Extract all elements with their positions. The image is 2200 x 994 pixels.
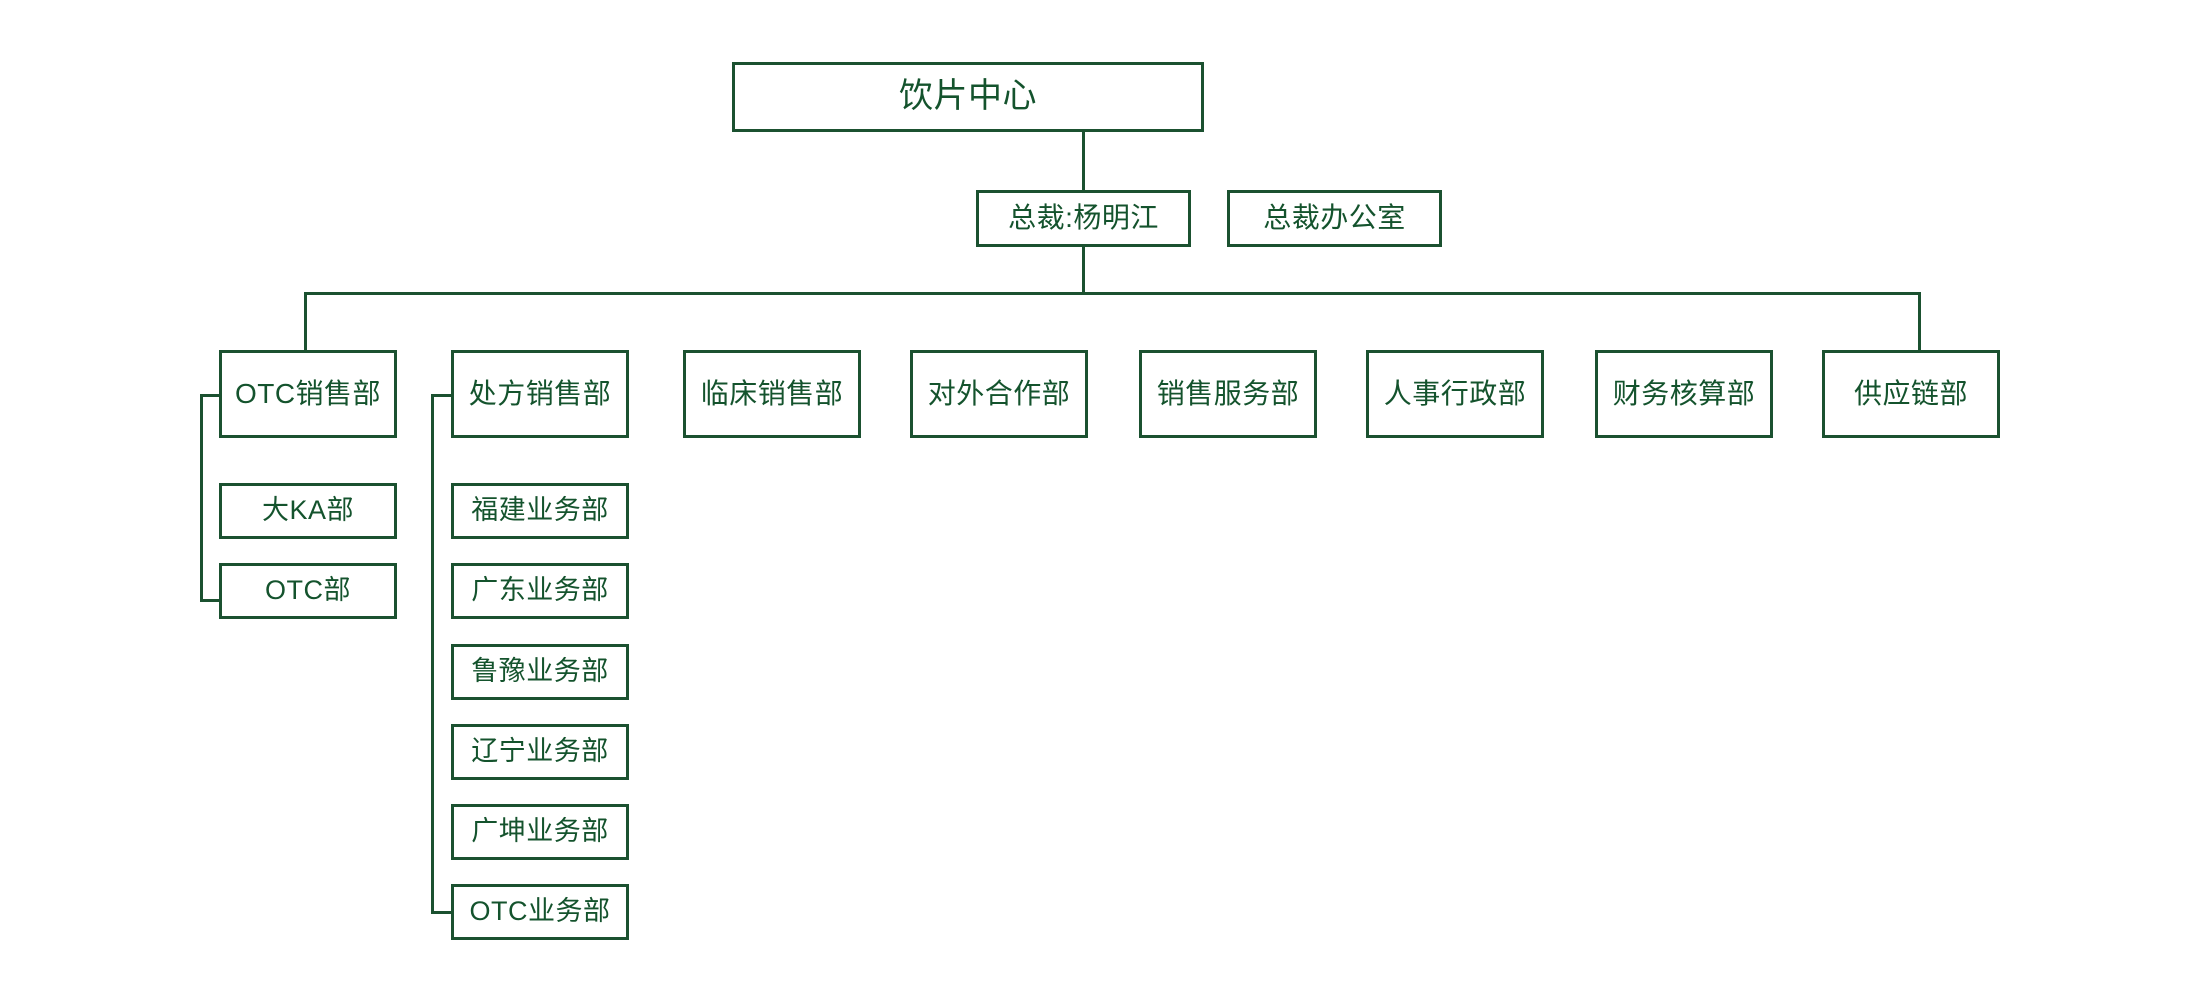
node-sub-guangdong-business[interactable]: 广东业务部 (451, 563, 629, 619)
edge-otc-sales-to-last-child (200, 599, 222, 602)
node-sub-otc-business[interactable]: OTC业务部 (451, 884, 629, 940)
node-sub-guangkun-business[interactable]: 广坤业务部 (451, 804, 629, 860)
node-sub-otc[interactable]: OTC部 (219, 563, 397, 619)
edge-ceo-to-bus (1082, 247, 1085, 294)
edge-bus-drop-right (1918, 292, 1921, 352)
node-dept-supply-chain[interactable]: 供应链部 (1822, 350, 2000, 438)
node-president-office[interactable]: 总裁办公室 (1227, 190, 1442, 247)
node-sub-big-ka[interactable]: 大KA部 (219, 483, 397, 539)
node-dept-sales-service[interactable]: 销售服务部 (1139, 350, 1317, 438)
node-president[interactable]: 总裁:杨明江 (976, 190, 1191, 247)
node-sub-liaoning-business[interactable]: 辽宁业务部 (451, 724, 629, 780)
edge-department-bus (304, 292, 1921, 295)
node-dept-hr-admin[interactable]: 人事行政部 (1366, 350, 1544, 438)
node-dept-external-cooperation[interactable]: 对外合作部 (910, 350, 1088, 438)
edge-root-to-ceo (1082, 132, 1085, 190)
node-dept-clinical-sales[interactable]: 临床销售部 (683, 350, 861, 438)
edge-prescription-sales-spine (431, 394, 434, 914)
node-dept-prescription-sales[interactable]: 处方销售部 (451, 350, 629, 438)
edge-prescription-sales-to-last-child (431, 911, 453, 914)
node-dept-finance-accounting[interactable]: 财务核算部 (1595, 350, 1773, 438)
edge-bus-drop-left (304, 292, 307, 352)
edge-otc-sales-spine-top (200, 394, 222, 397)
node-dept-otc-sales[interactable]: OTC销售部 (219, 350, 397, 438)
node-root-center[interactable]: 饮片中心 (732, 62, 1204, 132)
node-sub-fujian-business[interactable]: 福建业务部 (451, 483, 629, 539)
edge-prescription-sales-spine-top (431, 394, 453, 397)
edge-otc-sales-spine (200, 394, 203, 602)
node-sub-luyu-business[interactable]: 鲁豫业务部 (451, 644, 629, 700)
